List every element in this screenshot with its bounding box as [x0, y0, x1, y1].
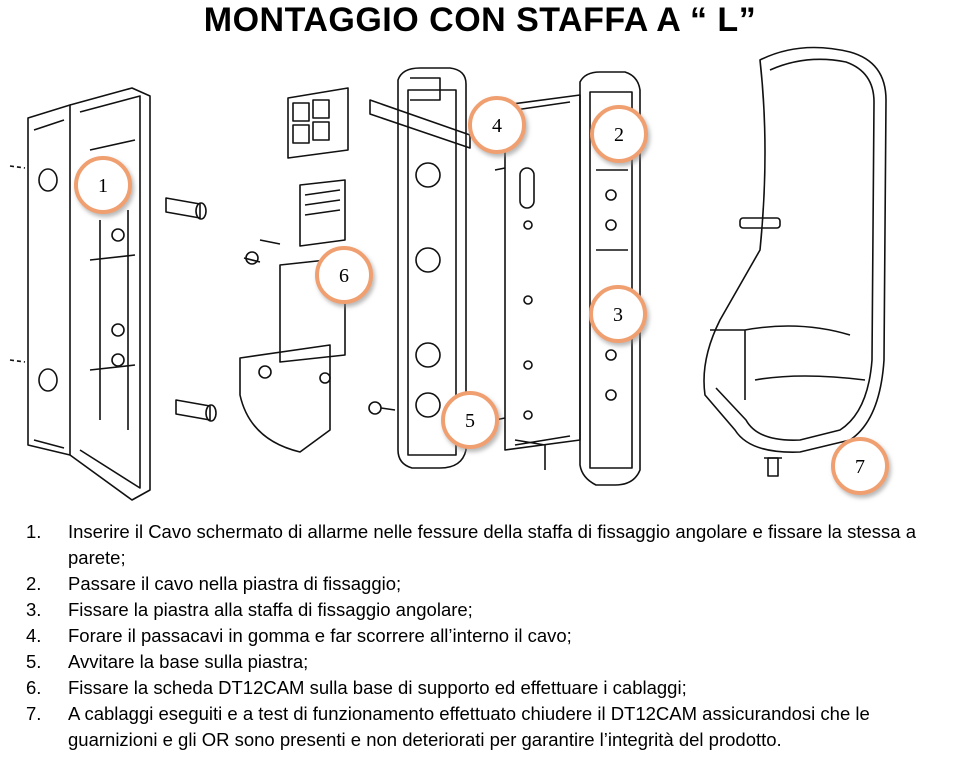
step-item: 7. A cablaggi eseguiti e a test di funzio…: [26, 701, 956, 753]
dt12cam-board-part: [243, 87, 349, 363]
l-bracket-part: [9, 87, 151, 501]
wall-plug-upper: [165, 197, 207, 220]
exploded-assembly-diagram: 1 6 4 2 3 5 7: [9, 46, 889, 501]
step-item: 2. Passare il cavo nella piastra di fissa…: [26, 571, 956, 597]
step-text: Fissare la piastra alla staffa di fissag…: [68, 599, 473, 620]
step-item: 5. Avvitare la base sulla piastra;: [26, 649, 956, 675]
step-text: Avvitare la base sulla piastra;: [68, 651, 309, 672]
callout-4: 4: [468, 96, 526, 154]
callout-6-label: 6: [339, 265, 349, 287]
callout-1: 1: [74, 156, 132, 214]
step-number: 1.: [26, 521, 42, 542]
rear-case-part: [579, 71, 641, 486]
step-number: 4.: [26, 625, 42, 646]
small-screw-6: [368, 401, 396, 415]
step-text: Inserire il Cavo schermato di allarme ne…: [68, 521, 917, 568]
step-item: 3. Fissare la piastra alla staffa di fiss…: [26, 597, 956, 623]
callout-4-label: 4: [492, 115, 502, 137]
callout-2-label: 2: [614, 124, 624, 146]
callout-7-label: 7: [855, 456, 865, 478]
small-screw-7: [764, 457, 782, 477]
callout-7: 7: [831, 437, 889, 495]
step-item: 4. Forare il passacavi in gomma e far sco…: [26, 623, 956, 649]
step-number: 2.: [26, 573, 42, 594]
callout-1-label: 1: [98, 175, 108, 197]
callout-5-label: 5: [465, 410, 475, 432]
callout-5: 5: [441, 391, 499, 449]
step-number: 3.: [26, 599, 42, 620]
step-text: Forare il passacavi in gomma e far scorr…: [68, 625, 572, 646]
step-item: 1. Inserire il Cavo schermato di allarme …: [26, 519, 956, 571]
step-number: 7.: [26, 703, 42, 724]
lens-cap-part: [239, 344, 331, 453]
front-cover-part: [703, 46, 887, 453]
callout-2: 2: [590, 105, 648, 163]
step-number: 5.: [26, 651, 42, 672]
page-title: MONTAGGIO CON STAFFA A “ L”: [203, 1, 757, 39]
base-part: [369, 67, 471, 469]
callout-3: 3: [589, 285, 647, 343]
callout-3-label: 3: [613, 304, 623, 326]
step-text: Passare il cavo nella piastra di fissagg…: [68, 573, 402, 594]
callout-6: 6: [315, 246, 373, 304]
instructions-list: 1. Inserire il Cavo schermato di allarme …: [26, 519, 956, 753]
wall-plug-lower: [175, 399, 217, 422]
step-item: 6. Fissare la scheda DT12CAM sulla base d…: [26, 675, 956, 701]
step-number: 6.: [26, 677, 42, 698]
step-text: A cablaggi eseguiti e a test di funziona…: [68, 703, 870, 750]
step-text: Fissare la scheda DT12CAM sulla base di …: [68, 677, 687, 698]
